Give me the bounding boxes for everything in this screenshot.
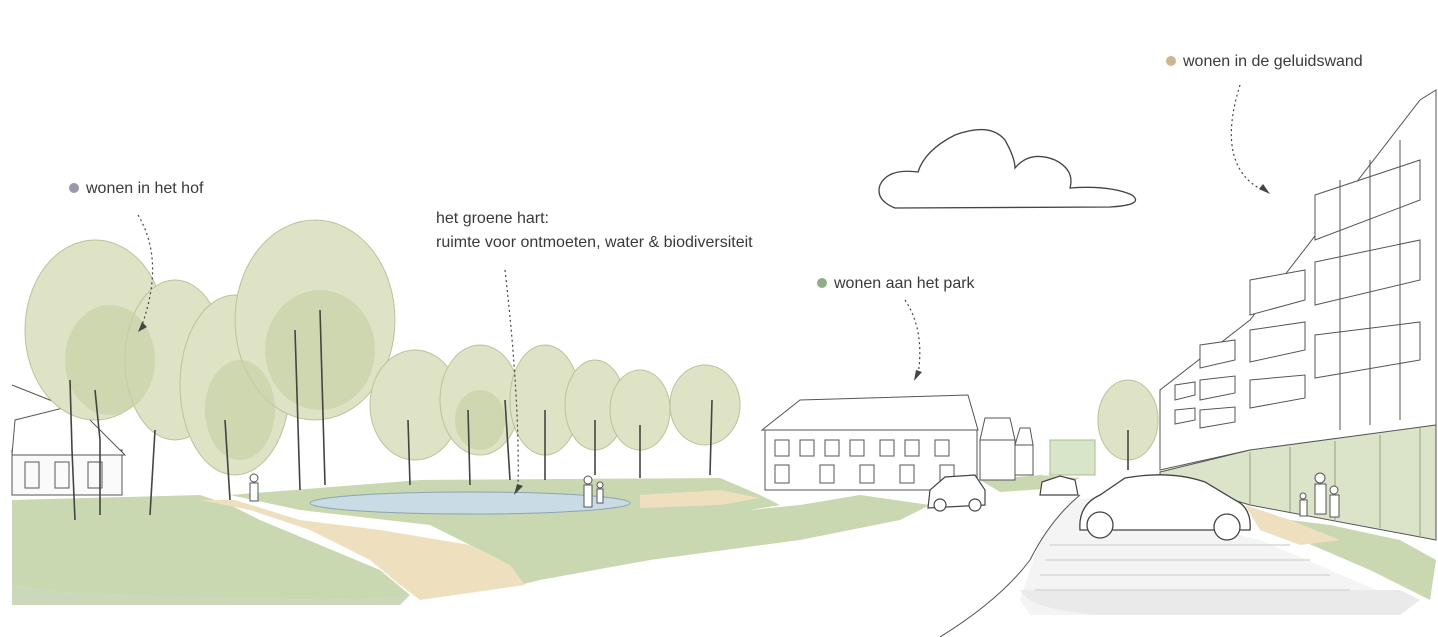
- arrow-heads: [138, 184, 1270, 495]
- sand-paths: [200, 490, 1340, 600]
- dot-geluidswand: [1166, 56, 1176, 66]
- people: [249, 472, 1340, 518]
- label-wonen-aan-het-park: wonen aan het park: [817, 273, 975, 295]
- label-wonen-in-de-geluidswand: wonen in de geluidswand: [1166, 51, 1363, 73]
- label-park-text: wonen aan het park: [834, 275, 975, 292]
- label-groene-hart: het groene hart: ruimte voor ontmoeten, …: [436, 207, 753, 255]
- pond: [309, 491, 631, 515]
- dot-hof: [69, 183, 79, 193]
- label-hart-line2: ruimte voor ontmoeten, water & biodivers…: [436, 234, 753, 251]
- car-street: [927, 474, 1079, 512]
- houses-park: [760, 394, 1034, 491]
- apartment-building: [1159, 89, 1437, 541]
- cloud: [878, 128, 1137, 209]
- trees-park: [24, 219, 1159, 521]
- label-hof-text: wonen in het hof: [86, 180, 204, 197]
- car-parked: [1079, 474, 1251, 541]
- dot-park: [817, 278, 827, 288]
- label-hart-line1: het groene hart:: [436, 210, 549, 227]
- annotation-arrows: [137, 84, 1263, 491]
- label-wonen-in-het-hof: wonen in het hof: [69, 178, 203, 200]
- distant-facade: [1049, 439, 1096, 476]
- cottage-left: [11, 384, 127, 496]
- label-geluidswand-text: wonen in de geluidswand: [1183, 53, 1363, 70]
